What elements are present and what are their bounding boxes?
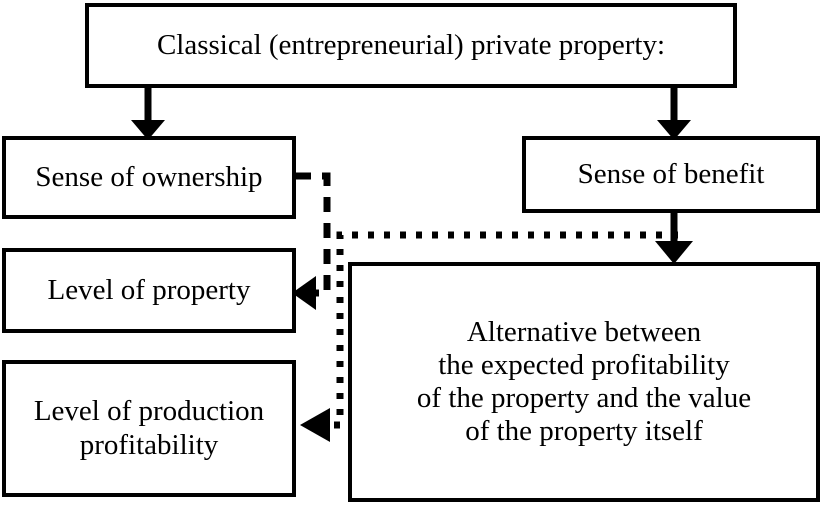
edge-benefit-to-alternative [655,213,693,264]
node-alternative-between-profitability-and-value[interactable]: Alternative between the expected profita… [348,262,820,502]
node-label: Sense of ownership [35,160,263,193]
node-label: Level of production profitability [33,395,265,461]
node-level-of-property[interactable]: Level of property [2,248,296,333]
edge-root-to-ownership [131,88,165,140]
node-sense-of-benefit[interactable]: Sense of benefit [522,136,820,213]
edge-ownership-to-property [292,172,331,310]
node-level-of-production-profitability[interactable]: Level of production profitability [2,360,296,497]
node-label: Level of property [47,273,251,306]
edge-root-to-benefit [657,88,691,140]
node-label: Sense of benefit [577,157,765,190]
node-label: Classical (entrepreneurial) private prop… [156,28,666,61]
node-label: Alternative between the expected profita… [416,315,752,448]
node-classical-private-property[interactable]: Classical (entrepreneurial) private prop… [85,3,737,88]
node-sense-of-ownership[interactable]: Sense of ownership [2,136,296,219]
